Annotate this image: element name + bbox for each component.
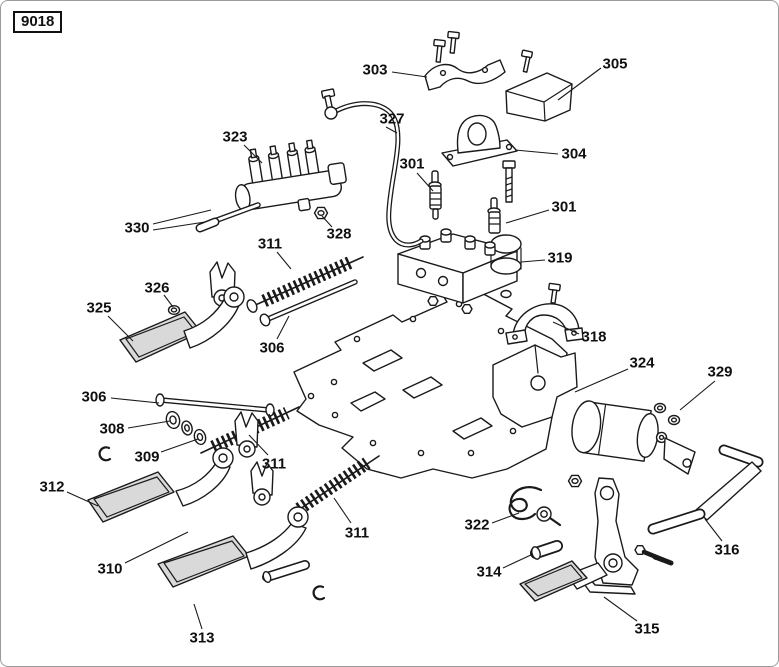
leader-line — [163, 294, 174, 308]
clamp-plate — [424, 59, 506, 91]
cylinder-canister — [571, 400, 668, 462]
part-label: 311 — [262, 456, 286, 473]
part-label: 309 — [134, 449, 159, 466]
leader-line — [333, 497, 352, 524]
part-label: 315 — [634, 621, 659, 638]
link-rod-upper — [259, 279, 358, 327]
part-label: 311 — [258, 236, 282, 253]
leader-line — [160, 438, 199, 453]
part-label: 308 — [99, 421, 124, 438]
master-cylinder-block — [397, 228, 522, 314]
leader-line — [385, 126, 398, 134]
leader-line — [603, 596, 638, 622]
bolt-pair — [433, 30, 460, 63]
cover-screw — [520, 49, 534, 73]
part-label: 306 — [259, 340, 284, 357]
page-number: 9018 — [13, 11, 63, 33]
part-label: 304 — [561, 146, 587, 163]
leader-line — [152, 221, 206, 231]
leader-line — [248, 434, 269, 456]
part-label: 323 — [222, 129, 247, 146]
return-spring-top — [246, 256, 364, 313]
part-label: 325 — [86, 300, 111, 317]
part-label: 326 — [144, 280, 169, 297]
spring-clip — [508, 486, 562, 527]
pedal-upper — [119, 261, 245, 363]
leader-line — [276, 251, 292, 270]
pipe-clamp-strap — [505, 282, 584, 345]
part-label: 314 — [476, 564, 502, 581]
leader-line — [124, 531, 189, 564]
washer-stack — [98, 410, 207, 462]
part-label: 312 — [39, 479, 64, 496]
callouts: 303 305 327 323 304 301 301 330 328 311 319 326 325 3… — [39, 56, 739, 647]
leader-line — [520, 259, 546, 263]
leader-line — [416, 172, 434, 192]
part-label: 316 — [714, 542, 739, 559]
part-label: 301 — [399, 156, 424, 173]
leader-line — [391, 71, 428, 78]
leader-line — [557, 67, 602, 101]
valve-fitting-a — [428, 170, 442, 220]
leader-line — [552, 321, 580, 335]
pedestal-bracket — [441, 114, 518, 167]
part-label: 310 — [97, 561, 122, 578]
part-label: 324 — [629, 355, 655, 372]
long-bolt — [502, 160, 516, 203]
leader-line — [321, 215, 333, 228]
hand-lever — [647, 444, 764, 535]
leader-line — [276, 315, 290, 340]
part-label: 311 — [345, 525, 369, 542]
bushing — [530, 540, 563, 560]
bolt-icon — [634, 545, 674, 566]
leader-line — [243, 144, 263, 164]
leader-line — [127, 420, 171, 429]
leader-line — [491, 512, 520, 524]
leader-line — [107, 315, 134, 342]
lever-rod — [195, 202, 261, 233]
part-label: 301 — [551, 199, 576, 216]
cover-plate — [505, 72, 573, 122]
leader-line — [110, 397, 160, 404]
hex-nut — [313, 206, 329, 220]
washer-pair — [653, 402, 681, 426]
part-label: 305 — [602, 56, 627, 73]
lever-arm — [663, 437, 696, 475]
part-label: 327 — [379, 111, 404, 128]
leader-line — [502, 553, 534, 569]
part-label: 306 — [81, 389, 106, 406]
return-spring-bottom — [290, 455, 380, 516]
part-label: 328 — [326, 226, 351, 243]
part-label: 322 — [464, 517, 489, 534]
part-label: 303 — [362, 62, 387, 79]
part-label: 329 — [707, 364, 732, 381]
leader-line — [193, 603, 203, 630]
leader-line — [704, 518, 723, 542]
pedal-lower — [157, 506, 326, 601]
leader-line — [505, 209, 550, 224]
support-bracket — [492, 344, 578, 428]
leader-line — [679, 380, 716, 411]
leader-line — [152, 209, 212, 225]
part-label: 318 — [581, 329, 606, 346]
valve-fitting-b — [487, 197, 501, 234]
leader-line — [574, 368, 629, 393]
part-label: 330 — [124, 220, 149, 237]
brake-pipe — [320, 88, 424, 248]
part-label: 319 — [547, 250, 572, 267]
pedal-bracket-assembly — [519, 474, 639, 602]
leader-line — [66, 491, 99, 507]
part-label: 313 — [189, 630, 214, 647]
leader-line — [514, 149, 559, 155]
